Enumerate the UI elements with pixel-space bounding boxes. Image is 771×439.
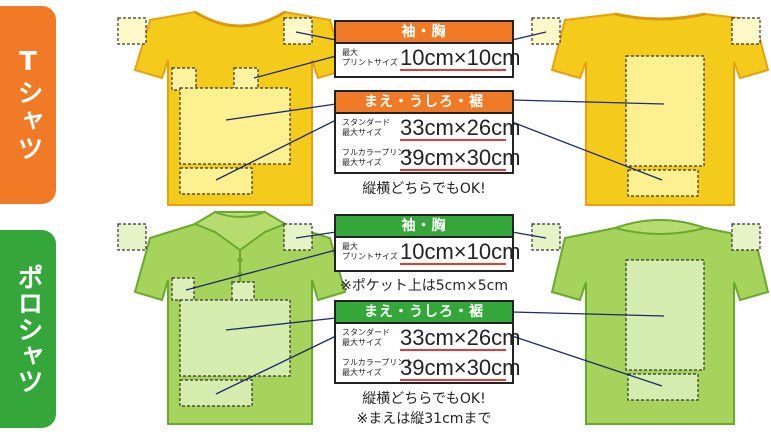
polo-leader-lines <box>185 231 665 395</box>
polo-body-sub-fullcolor: フルカラープリント 最大サイズ <box>342 358 414 377</box>
polo-body-underline-standard <box>400 349 506 351</box>
polo-body-row-standard: スタンダード 最大サイズ 33cm×26cm <box>336 324 520 354</box>
polo-body-value-fullcolor: 39cm×30cm <box>400 355 521 380</box>
tshirt-body-underline-standard <box>400 139 506 141</box>
tshirt-back <box>531 12 770 206</box>
tshirt-body-sub-fullcolor: フルカラープリント 最大サイズ <box>342 148 414 167</box>
tshirt-sleeve-underline <box>400 69 506 71</box>
tshirt-sleeve-value: 10cm×10cm <box>400 45 521 70</box>
tshirt-body-box: まえ・うしろ・裾 スタンダード 最大サイズ 33cm×26cm フルカラープリン… <box>334 90 520 174</box>
polo-sleeve-sub: 最大 プリントサイズ <box>342 242 398 261</box>
polo-body-sub-standard: スタンダード 最大サイズ <box>342 328 390 347</box>
polo-front <box>117 211 347 425</box>
polo-sleeve-underline <box>400 263 506 265</box>
tshirt-body-value-standard: 33cm×26cm <box>400 115 521 140</box>
tshirt-sleeve-sub: 最大 プリントサイズ <box>342 48 398 67</box>
tshirt-front <box>117 10 347 206</box>
tshirt-body-row-fullcolor: フルカラープリント 最大サイズ 39cm×30cm <box>336 144 520 174</box>
polo-sleeve-value: 10cm×10cm <box>400 239 521 264</box>
polo-body-box: まえ・うしろ・裾 スタンダード 最大サイズ 33cm×26cm フルカラープリン… <box>334 300 520 384</box>
polo-pocket-note: ※ポケット上は5cm×5cm <box>340 278 508 294</box>
polo-body-title: まえ・うしろ・裾 <box>336 302 512 324</box>
polo-body-row-fullcolor: フルカラープリント 最大サイズ 39cm×30cm <box>336 354 520 384</box>
tshirt-body-underline-fullcolor <box>400 169 506 171</box>
polo-front-limit-note: ※まえは縦31cmまで <box>356 411 492 427</box>
polo-orientation-note: 縦横どちらでもOK! <box>362 391 486 407</box>
tshirt-body-value-fullcolor: 39cm×30cm <box>400 145 521 170</box>
tshirt-body-row-standard: スタンダード 最大サイズ 33cm×26cm <box>336 114 520 144</box>
tshirt-body-title: まえ・うしろ・裾 <box>336 92 512 114</box>
polo-sleeve-title: 袖・胸 <box>336 216 512 238</box>
tshirt-sleeve-title: 袖・胸 <box>336 22 512 44</box>
tshirt-sleeve-row: 最大 プリントサイズ 10cm×10cm <box>336 44 520 74</box>
polo-back <box>531 219 770 425</box>
polo-label-text: ポロシャツ <box>13 264 43 394</box>
tshirt-body-sub-standard: スタンダード 最大サイズ <box>342 118 390 137</box>
tshirt-sleeve-box: 袖・胸 最大 プリントサイズ 10cm×10cm <box>334 20 520 78</box>
tshirt-orientation-note: 縦横どちらでもOK! <box>362 181 486 197</box>
tshirt-side-label: Tシャツ <box>0 6 56 204</box>
polo-body-underline-fullcolor <box>400 379 506 381</box>
polo-sleeve-box: 袖・胸 最大 プリントサイズ 10cm×10cm <box>334 214 520 272</box>
polo-body-value-standard: 33cm×26cm <box>400 325 521 350</box>
tshirt-label-text: Tシャツ <box>13 47 43 163</box>
polo-sleeve-row: 最大 プリントサイズ 10cm×10cm <box>336 238 520 268</box>
tshirt-leader-lines <box>215 31 665 181</box>
polo-side-label: ポロシャツ <box>0 230 56 428</box>
